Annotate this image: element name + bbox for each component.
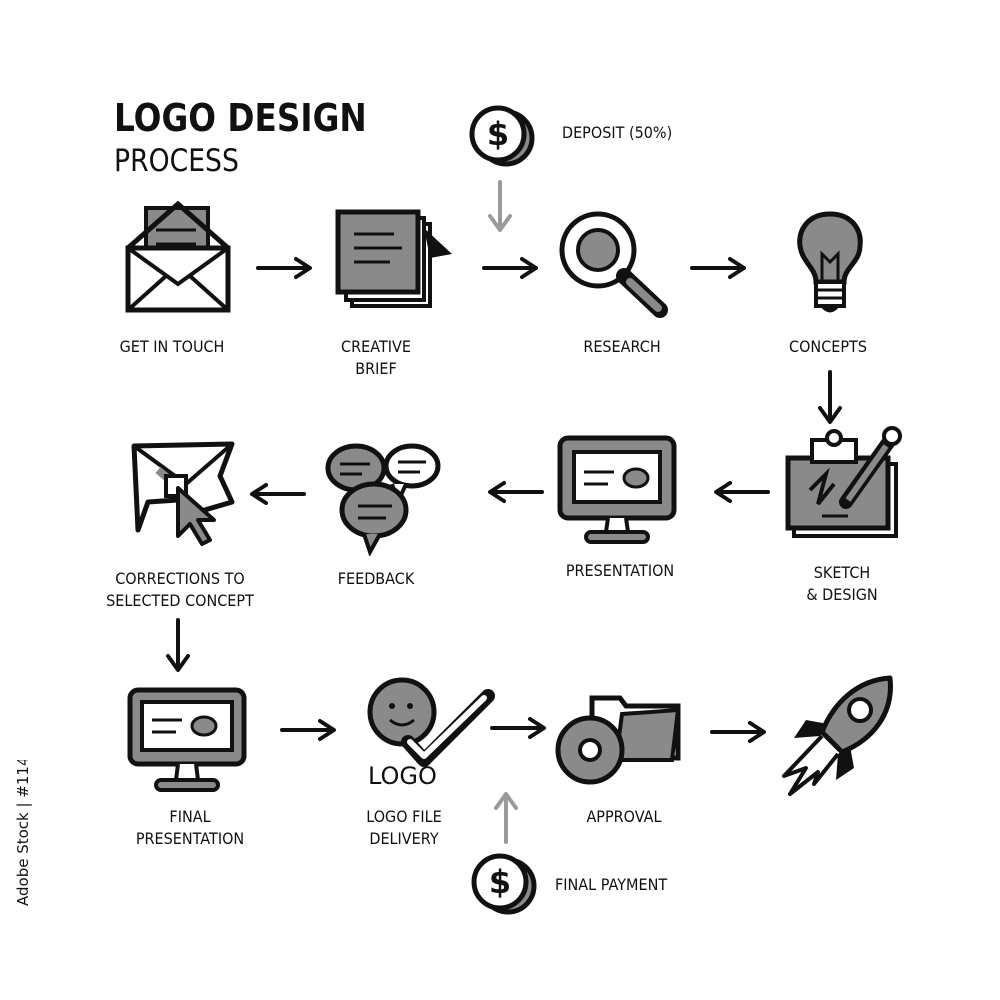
step-label: PRESENTATION [565,561,675,580]
diagram-subtitle: PROCESS [114,143,239,179]
speech-bubbles-icon [325,443,441,556]
arrow-left [250,483,306,505]
dollar-symbol: $ [487,115,509,153]
logo-text: LOGO [368,762,437,790]
sketch-board-icon [785,426,902,538]
folder-disc-icon [555,695,681,785]
arrow-right [710,721,766,743]
arrow-down [818,370,842,424]
logo-check-icon: LOGO [367,677,495,790]
step-label: FEEDBACK [337,569,415,588]
step-label: CONCEPTS [789,337,867,356]
arrow-up-gray [494,792,518,844]
dollar-coin-icon: $ [469,105,535,167]
magnifier-icon [559,211,668,318]
light-bulb-icon [797,211,863,313]
dollar-coin-icon: $ [471,853,537,915]
step-label: LOGO FILE DELIVERY [366,807,442,848]
arrow-right [256,257,312,279]
step-label: RESEARCH [583,337,661,356]
watermark-text: Adobe Stock | #114828420 [14,760,32,906]
monitor-icon [557,435,677,544]
arrow-right [490,717,546,739]
final-payment-label: FINAL PAYMENT [555,875,668,894]
diagram-title: LOGO DESIGN [114,96,367,140]
watermark-label: Adobe Stock | #114828420 [14,760,32,906]
arrow-down-gray [488,180,512,232]
arrow-right [280,719,336,741]
cursor-edit-icon [131,441,235,546]
arrow-down [166,618,190,672]
step-label: APPROVAL [586,807,662,826]
envelope-icon [125,200,231,313]
document-stack-icon [335,209,452,308]
arrow-right [482,257,538,279]
monitor-icon [127,687,247,792]
arrow-left [714,481,770,503]
arrow-left [488,481,544,503]
deposit-label: DEPOSIT (50%) [562,123,673,142]
rocket-icon [782,675,893,796]
step-label: CREATIVE BRIEF [341,337,411,378]
dollar-symbol: $ [489,863,511,901]
step-label: GET IN TOUCH [119,337,225,356]
arrow-right [690,257,746,279]
step-label: FINAL PRESENTATION [135,807,245,848]
step-label: CORRECTIONS TO SELECTED CONCEPT [106,569,254,610]
step-label: SKETCH & DESIGN [806,563,878,604]
